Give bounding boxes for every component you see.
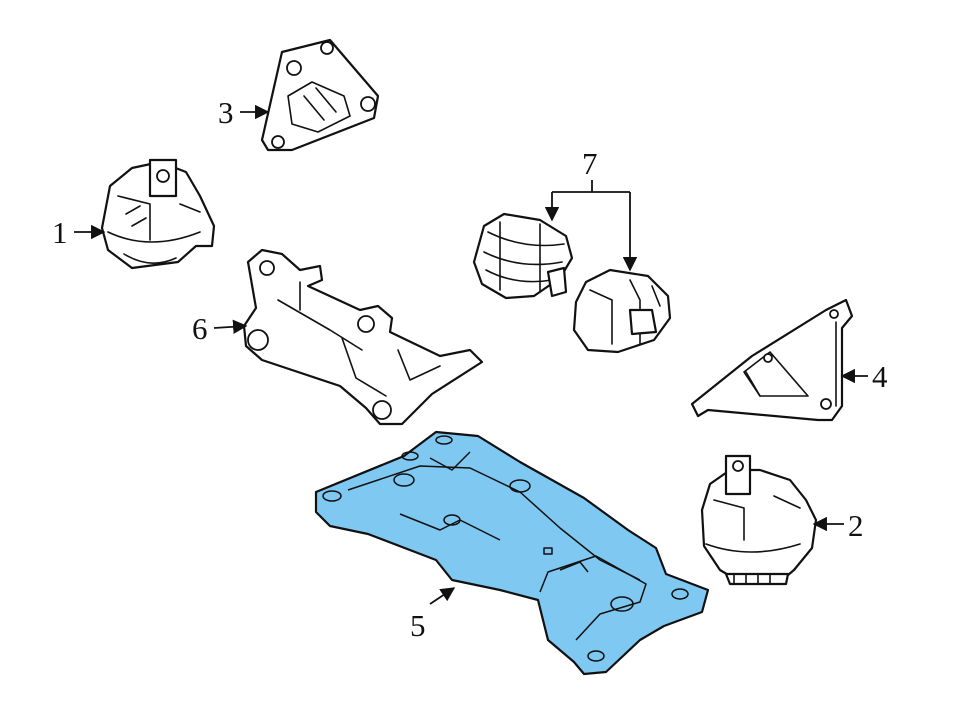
callout-1: 1: [52, 215, 68, 250]
callout-3: 3: [218, 95, 234, 130]
part-2-engine-mount: [700, 454, 818, 586]
callout-4: 4: [872, 359, 888, 394]
part-1-engine-mount: [100, 158, 216, 270]
leader-5: [429, 587, 456, 605]
leader-6: [213, 319, 248, 334]
callout-2: 2: [848, 508, 864, 543]
part-7-mount-pads: [472, 212, 672, 354]
part-6-arm-bracket: [242, 248, 484, 426]
crossmember-body: [314, 430, 710, 676]
callout-labels: 3 1 6 7 4 2 5: [52, 95, 888, 643]
leader-lines: [74, 104, 868, 605]
part-3-bracket-plate: [260, 38, 380, 152]
part-4-triangle-bracket: [690, 298, 854, 422]
leader-7-bar: [552, 180, 630, 193]
callout-5: 5: [410, 608, 426, 643]
callout-6: 6: [192, 311, 208, 346]
part-5-crossmember: [314, 430, 710, 676]
callout-7: 7: [582, 146, 598, 181]
